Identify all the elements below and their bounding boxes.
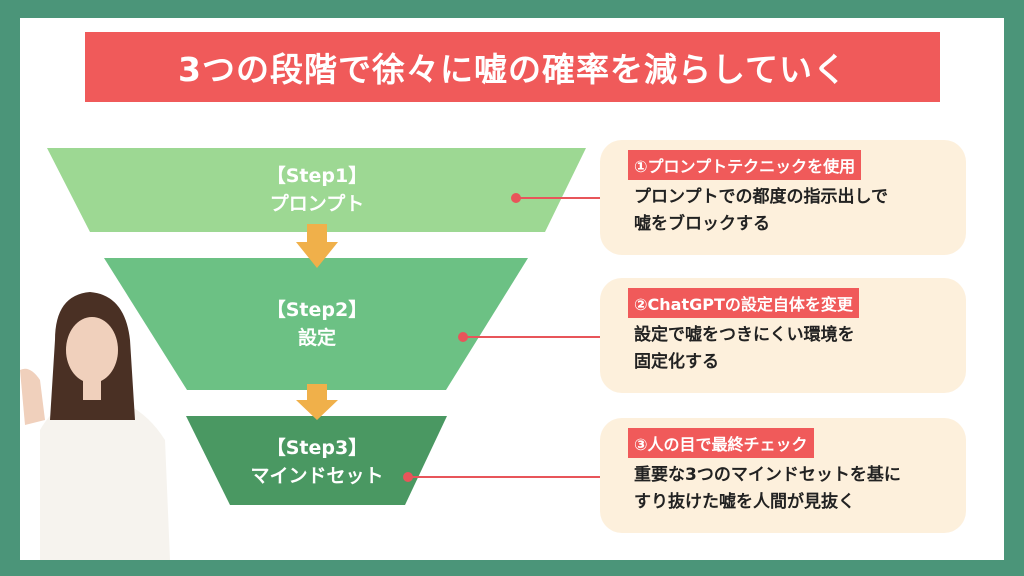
arrow-down-icon	[296, 224, 338, 268]
slide-title: 3つの段階で徐々に嘘の確率を減らしていく	[85, 32, 940, 102]
step2-card: ②ChatGPTの設定自体を変更 設定で嘘をつきにくい環境を固定化する	[600, 278, 966, 393]
step3-tag: ③人の目で最終チェック	[628, 428, 814, 458]
connector-dot	[403, 472, 413, 482]
woman-photo	[20, 292, 170, 560]
step1-card: ①プロンプトテクニックを使用 プロンプトでの都度の指示出しで嘘をブロックする	[600, 140, 966, 255]
connector-dot	[511, 193, 521, 203]
step1-label: 【Step1】プロンプト	[266, 165, 368, 215]
step2-description: 設定で嘘をつきにくい環境を固定化する	[634, 325, 855, 372]
step3-label: 【Step3】マインドセット	[250, 437, 384, 487]
step3-card: ③人の目で最終チェック 重要な3つのマインドセットを基にすり抜けた嘘を人間が見抜…	[600, 418, 966, 533]
step2-tag: ②ChatGPTの設定自体を変更	[628, 288, 859, 318]
funnel-step3	[186, 416, 447, 505]
step1-tag: ①プロンプトテクニックを使用	[628, 150, 862, 180]
step3-description: 重要な3つのマインドセットを基にすり抜けた嘘を人間が見抜く	[634, 465, 901, 512]
step2-label: 【Step2】設定	[266, 299, 368, 349]
arrow-down-icon	[296, 384, 338, 420]
connector-dot	[458, 332, 468, 342]
funnel-step1	[47, 148, 586, 232]
funnel-step2	[104, 258, 528, 390]
step1-description: プロンプトでの都度の指示出しで嘘をブロックする	[634, 187, 888, 234]
